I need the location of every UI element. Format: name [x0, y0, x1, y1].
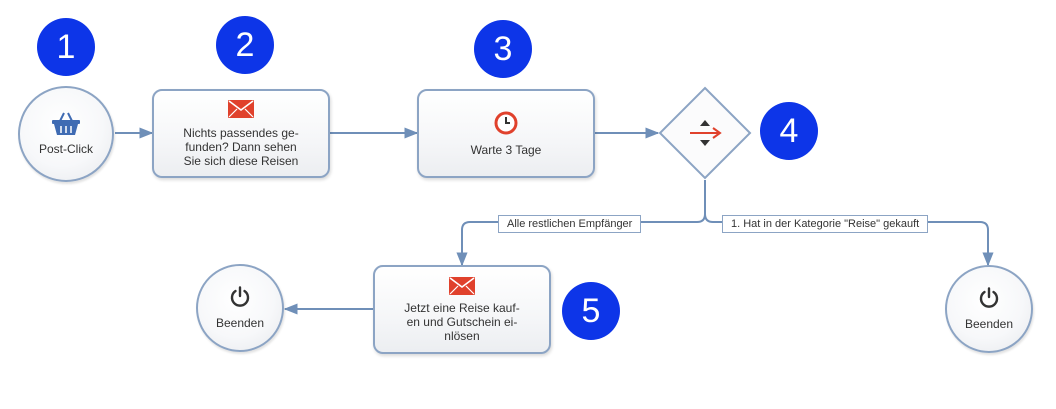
power-icon: [230, 286, 250, 307]
step-badge-3: 3: [474, 20, 532, 78]
step-badge-4: 4: [760, 102, 818, 160]
connector-decision-to-right-branch: [704, 213, 994, 267]
end-node-right-label: Beenden: [964, 317, 1014, 331]
end-node-right[interactable]: Beenden: [945, 265, 1033, 353]
envelope-icon: [228, 99, 254, 118]
end-node-left-label: Beenden: [215, 316, 265, 330]
step-badge-2: 2: [216, 16, 274, 74]
shopping-basket-icon: [52, 112, 80, 135]
branch-label-left: Alle restlichen Empfänger: [498, 215, 642, 233]
email-node-2[interactable]: Jetzt eine Reise kauf- en und Gutschein …: [373, 265, 551, 354]
envelope-icon: [449, 276, 475, 295]
wait-node[interactable]: Warte 3 Tage: [417, 89, 595, 178]
branch-label-right: 1. Hat in der Kategorie "Reise" gekauft: [722, 215, 929, 233]
start-node-label: Post-Click: [38, 142, 93, 156]
split-arrows-icon: [690, 120, 722, 146]
step-badge-5: 5: [562, 282, 620, 340]
email-node-1-label: Nichts passendes ge- funden? Dann sehen …: [183, 125, 299, 168]
email-node-1[interactable]: Nichts passendes ge- funden? Dann sehen …: [152, 89, 330, 178]
clock-icon: [494, 111, 518, 134]
end-node-left[interactable]: Beenden: [196, 264, 284, 352]
start-node-post-click[interactable]: Post-Click: [18, 86, 114, 182]
email-node-2-label: Jetzt eine Reise kauf- en und Gutschein …: [404, 300, 520, 343]
power-icon: [979, 287, 999, 308]
step-badge-1: 1: [37, 18, 95, 76]
decision-node[interactable]: [658, 86, 752, 180]
wait-node-label: Warte 3 Tage: [470, 142, 542, 157]
